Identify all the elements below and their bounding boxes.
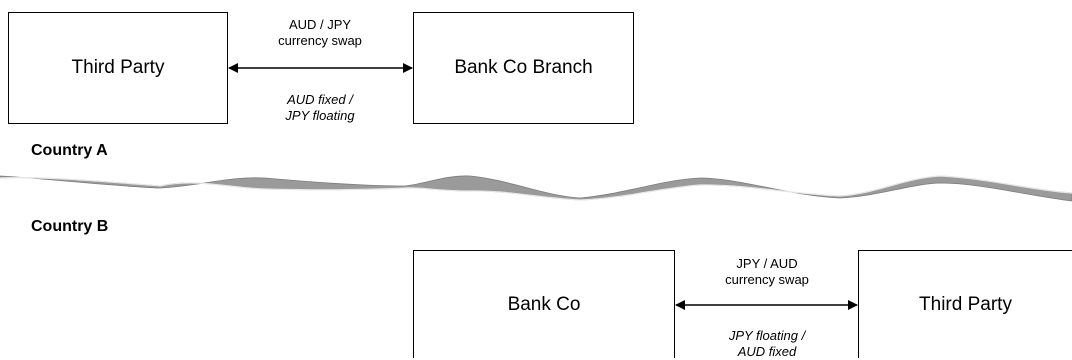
bank-co-branch-label: Bank Co Branch	[454, 57, 593, 78]
terms-label-bottom-line1: JPY floating /	[728, 328, 806, 343]
country-b-label: Country B	[31, 218, 109, 235]
swap-label-top: AUD / JPY currency swap	[230, 17, 410, 49]
swap-label-top-line1: AUD / JPY	[288, 17, 352, 32]
third-party-box-top: Third Party	[8, 12, 228, 124]
swap-label-bottom-line2: currency swap	[725, 272, 809, 287]
swap-label-bottom: JPY / AUD currency swap	[677, 256, 857, 288]
third-party-label-top: Third Party	[71, 57, 165, 78]
terms-label-top-line1: AUD fixed /	[287, 92, 353, 107]
third-party-label-bottom: Third Party	[919, 293, 1012, 315]
swap-label-bottom-line1: JPY / AUD	[736, 256, 798, 271]
country-a-label: Country A	[31, 142, 108, 159]
swap-label-top-line2: currency swap	[278, 33, 362, 48]
terms-label-top-line2: JPY floating	[285, 108, 355, 123]
terms-label-bottom: JPY floating / AUD fixed	[677, 328, 857, 360]
terms-label-bottom-line2: AUD fixed	[737, 344, 797, 359]
terms-label-top: AUD fixed / JPY floating	[230, 92, 410, 124]
bank-co-box: Bank Co	[413, 250, 675, 358]
bank-co-label: Bank Co	[507, 293, 581, 315]
bank-co-branch-box: Bank Co Branch	[413, 12, 634, 124]
country-border-wave-fill	[0, 175, 1072, 202]
country-border-wave-line	[0, 175, 1072, 201]
third-party-box-bottom: Third Party	[858, 250, 1072, 358]
